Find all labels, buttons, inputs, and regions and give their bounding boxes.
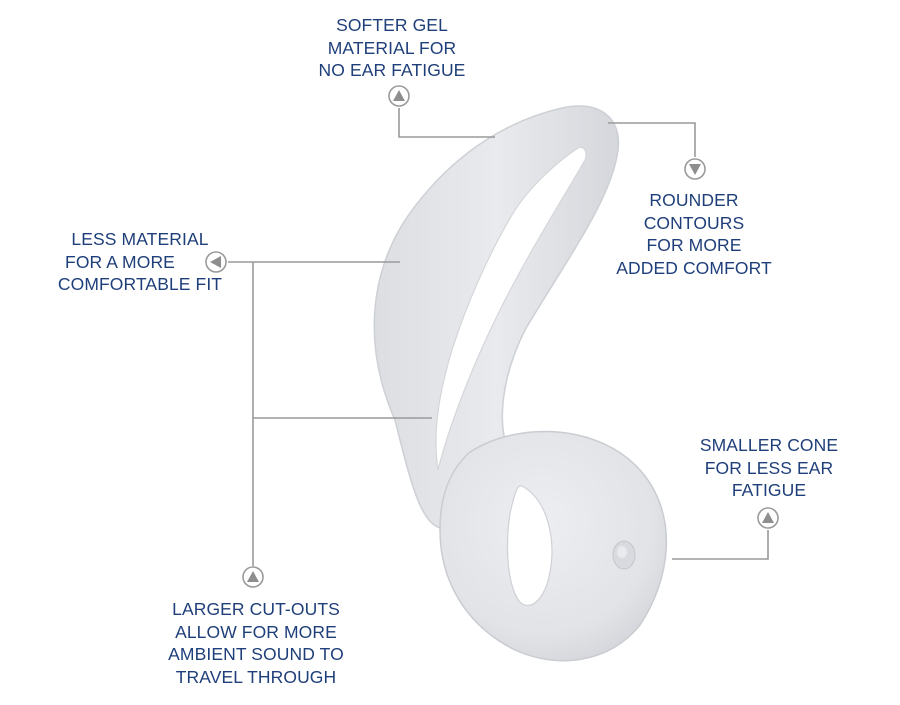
callout-line: LESS MATERIAL [71,229,209,249]
callout-line: FOR LESS EAR [704,457,834,478]
callout-softer-gel: SOFTER GEL MATERIAL FOR NO EAR FATIGUE [292,14,492,82]
callout-line: COMFORTABLE FIT [57,274,223,294]
triangle-up-icon [247,571,259,582]
callout-line: ROUNDER [649,190,739,210]
marker-larger-cutouts [242,566,264,588]
triangle-up-icon [762,512,774,523]
callout-line: CONTOURS [643,212,745,233]
leader-softer-gel [398,108,495,138]
callout-line: FATIGUE [731,480,807,500]
callout-line: FOR A MORE [65,251,175,272]
triangle-up-icon [393,90,405,101]
marker-softer-gel [388,85,410,107]
leader-lines [228,108,769,566]
callout-line: SMALLER CONE [699,435,839,455]
callout-line: LARGER CUT-OUTS [172,599,340,619]
marker-less-material [205,251,227,273]
triangle-left-icon [210,256,221,268]
callout-line: FOR MORE [646,235,742,255]
marker-rounder-contours [684,158,706,180]
callout-line: AMBIENT SOUND TO [168,644,344,664]
callout-line: MATERIAL FOR [327,37,457,58]
callout-line: TRAVEL THROUGH [175,666,337,687]
callout-line: ADDED COMFORT [616,257,772,278]
callout-line: SOFTER GEL [336,15,448,35]
cone-cutout [506,485,553,607]
callout-less-material: LESS MATERIAL FOR A MORE COMFORTABLE FIT [40,228,240,296]
hook-slot [435,146,587,471]
callout-smaller-cone: SMALLER CONE FOR LESS EAR FATIGUE [669,434,869,502]
leader-smaller-cone [672,530,769,560]
callout-rounder-contours: ROUNDER CONTOURS FOR MORE ADDED COMFORT [594,189,794,279]
marker-smaller-cone [757,507,779,529]
callout-line: ALLOW FOR MORE [175,621,337,642]
sound-port-highlight [617,546,627,558]
callout-line: NO EAR FATIGUE [318,60,466,80]
leader-rounder-contours [608,122,696,157]
ear-cone [439,430,667,662]
triangle-down-icon [689,164,701,175]
callout-larger-cutouts: LARGER CUT-OUTS ALLOW FOR MORE AMBIENT S… [156,598,356,688]
